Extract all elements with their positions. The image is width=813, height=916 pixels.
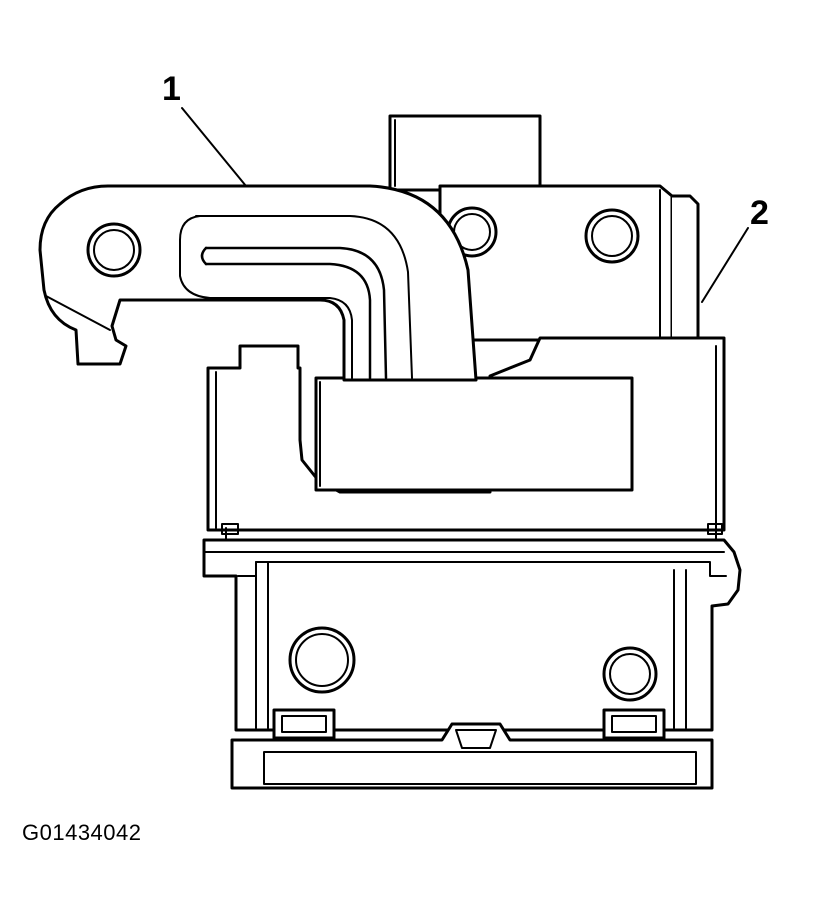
actuator-block (314, 376, 634, 492)
leader-lines (181, 107, 749, 303)
figure-id: G01434042 (22, 820, 142, 845)
lever-arm (38, 184, 478, 382)
bottom-bar (230, 722, 714, 790)
callout-label-2: 2 (750, 194, 769, 232)
rear-plate (438, 184, 700, 342)
top-connector (388, 114, 542, 192)
callout-label-1: 1 (162, 70, 181, 108)
